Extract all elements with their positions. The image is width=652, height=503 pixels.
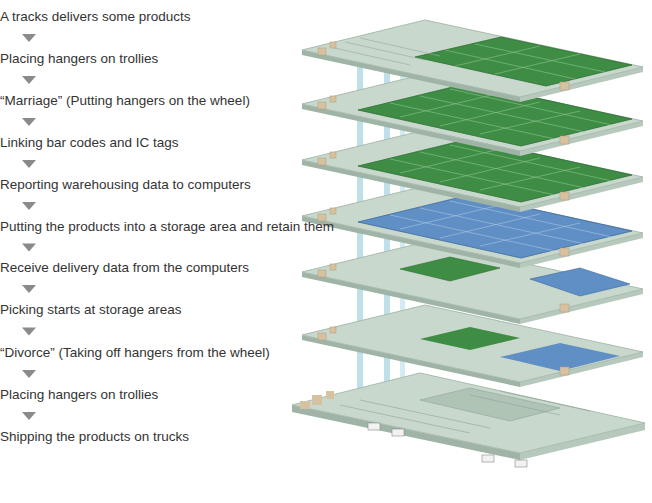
step-arrow	[22, 202, 36, 210]
step-arrow	[22, 285, 36, 293]
arrow-head	[22, 118, 36, 126]
step-text-box: Putting the products into a storage area…	[0, 218, 336, 236]
arrow-head	[22, 412, 36, 420]
step-text-box: Reporting warehousing data to computers	[0, 176, 253, 194]
arrow-head	[22, 34, 36, 42]
arrow-head	[22, 202, 36, 210]
step-text-box: Linking bar codes and IC tags	[0, 134, 181, 152]
step-text-box: Placing hangers on trollies	[0, 386, 160, 404]
arrow-head	[22, 328, 36, 336]
step-text-box: A tracks delivers some products	[0, 8, 193, 26]
step-text-box: Shipping the products on trucks	[0, 428, 191, 446]
step-arrow	[22, 34, 36, 42]
step-label: “Divorce” (Taking off hangers from the w…	[0, 345, 270, 361]
step-arrow	[22, 412, 36, 420]
step-text-box: Picking starts at storage areas	[0, 301, 184, 319]
arrow-head	[22, 285, 36, 293]
step-arrow	[22, 244, 36, 252]
step-arrow	[22, 370, 36, 378]
step-arrow	[22, 328, 36, 336]
step-text-box: “Divorce” (Taking off hangers from the w…	[0, 344, 272, 362]
step-label: “Marriage” (Putting hangers on the wheel…	[0, 93, 250, 109]
arrow-head	[22, 244, 36, 252]
step-label: A tracks delivers some products	[0, 9, 191, 25]
step-label: Putting the products into a storage area…	[0, 219, 334, 235]
step-label: Reporting warehousing data to computers	[0, 177, 251, 193]
step-label: Picking starts at storage areas	[0, 302, 182, 318]
arrow-head	[22, 76, 36, 84]
step-label: Placing hangers on trollies	[0, 387, 158, 403]
arrow-head	[22, 160, 36, 168]
step-arrow	[22, 76, 36, 84]
step-text-box: “Marriage” (Putting hangers on the wheel…	[0, 92, 252, 110]
step-text-box: Receive delivery data from the computers	[0, 259, 251, 277]
step-arrow	[22, 160, 36, 168]
arrow-head	[22, 370, 36, 378]
step-label: Receive delivery data from the computers	[0, 260, 249, 276]
step-arrow	[22, 118, 36, 126]
step-text-box: Placing hangers on trollies	[0, 50, 160, 68]
step-label: Linking bar codes and IC tags	[0, 135, 179, 151]
step-label: Placing hangers on trollies	[0, 51, 158, 67]
step-label: Shipping the products on trucks	[0, 429, 189, 445]
